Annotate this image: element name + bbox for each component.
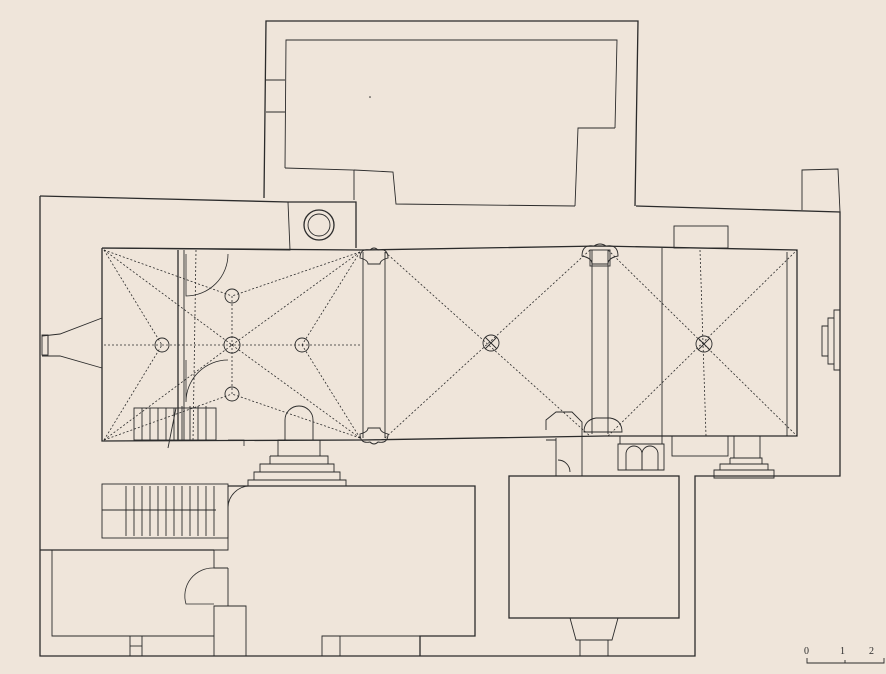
- scale-label-0: 0: [804, 646, 809, 657]
- outer-wall: [39, 168, 841, 657]
- scale-label-1: 1: [840, 646, 845, 657]
- nave-stair: [133, 250, 217, 449]
- scale-label-2: 2: [869, 646, 874, 657]
- southwest-room: [40, 549, 214, 657]
- vault-bay-2: [384, 249, 591, 439]
- scale-bar: 0 1 2: [804, 646, 885, 664]
- pier-bases: [359, 243, 623, 445]
- vault-bay-3: [607, 249, 798, 437]
- south-room-west: [184, 485, 476, 656]
- north-annex: [263, 20, 639, 207]
- south-chapel: [508, 411, 680, 657]
- spiral-stair-column: [303, 209, 335, 241]
- west-entry: [41, 317, 103, 369]
- south-portal: [228, 405, 347, 487]
- east-doorway: [821, 309, 840, 371]
- west-bay-doors: [185, 253, 229, 403]
- southeast-steps: [713, 435, 775, 479]
